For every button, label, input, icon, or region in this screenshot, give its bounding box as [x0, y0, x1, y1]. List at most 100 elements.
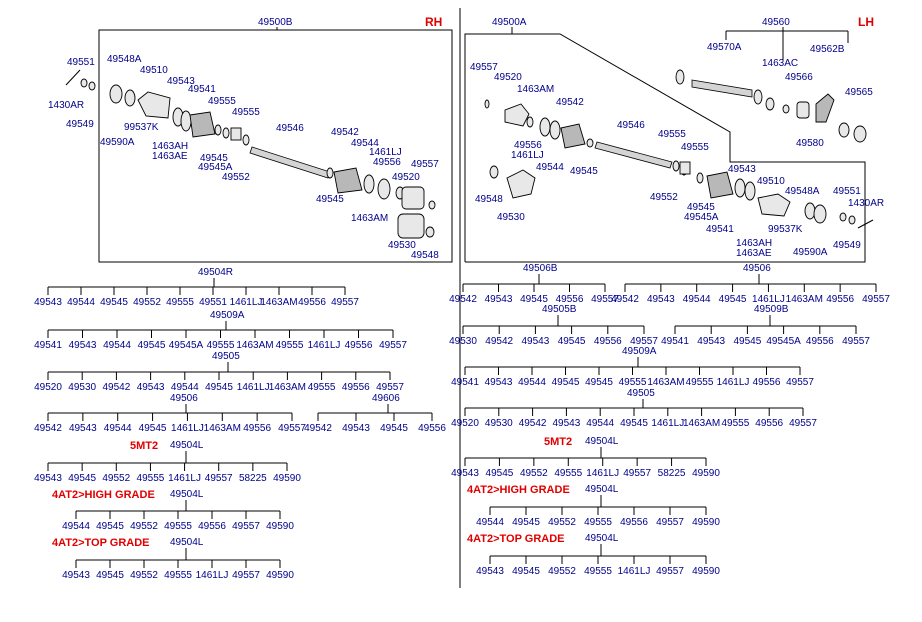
lh-tree-child[interactable]: 49552 — [548, 566, 576, 577]
rh-callout[interactable]: 49544 — [351, 138, 379, 149]
lh-tree-child[interactable]: 49545 — [558, 336, 586, 347]
lh-tree-root[interactable]: 49509B — [754, 304, 789, 315]
lh-tree-child[interactable]: 49545 — [486, 468, 514, 479]
rh-tree-child[interactable]: 49556 — [298, 297, 326, 308]
rh-callout[interactable]: 49530 — [388, 240, 416, 251]
lh-callout[interactable]: 49530 — [497, 212, 525, 223]
rh-tree-child[interactable]: 49545 — [139, 423, 167, 434]
lh-tree-child[interactable]: 49544 — [586, 418, 614, 429]
rh-tree-child[interactable]: 49543 — [342, 423, 370, 434]
lh-callout[interactable]: 49544 — [536, 162, 564, 173]
rh-callout[interactable]: 49556 — [373, 157, 401, 168]
rh-tree-root[interactable]: 49509A — [210, 310, 245, 321]
rh-tree-child[interactable]: 49590 — [273, 473, 301, 484]
rh-tree-child[interactable]: 1461LJ — [237, 382, 270, 393]
lh-tree-child[interactable]: 49557 — [862, 294, 890, 305]
lh-callout[interactable]: 49565 — [845, 87, 873, 98]
lh-callout[interactable]: 49590A — [793, 247, 828, 258]
lh-tree-child[interactable]: 49543 — [552, 418, 580, 429]
lh-tree-child[interactable]: 49545A — [766, 336, 801, 347]
lh-tree-child[interactable]: 49545 — [512, 566, 540, 577]
lh-tree-child[interactable]: 1463AM — [683, 418, 720, 429]
rh-tree-child[interactable]: 49557 — [205, 473, 233, 484]
lh-tree-child[interactable]: 1461LJ — [651, 418, 684, 429]
rh-tree-child[interactable]: 58225 — [239, 473, 267, 484]
rh-tree-child[interactable]: 49545 — [68, 473, 96, 484]
rh-tree-child[interactable]: 1461LJ — [230, 297, 263, 308]
lh-callout[interactable]: 49566 — [785, 72, 813, 83]
lh-tree-root[interactable]: 49509A — [622, 346, 657, 357]
rh-tree-root[interactable]: 49504L — [170, 489, 204, 500]
rh-callout[interactable]: 1463AH — [152, 141, 188, 152]
rh-callout[interactable]: 49548 — [411, 250, 439, 261]
rh-tree-root[interactable]: 49505 — [212, 351, 240, 362]
rh-tree-child[interactable]: 49555 — [166, 297, 194, 308]
lh-callout[interactable]: 49551 — [833, 186, 861, 197]
lh-tree-root[interactable]: 49506B — [523, 263, 558, 274]
lh-callout[interactable]: 49552 — [650, 192, 678, 203]
lh-tree-child[interactable]: 49543 — [485, 377, 513, 388]
rh-tree-root[interactable]: 49504L — [170, 537, 204, 548]
lh-callout[interactable]: 49543 — [728, 164, 756, 175]
rh-callout[interactable]: 1461LJ — [369, 147, 402, 158]
rh-tree-child[interactable]: 49552 — [130, 521, 158, 532]
rh-tree-child[interactable]: 49551 — [199, 297, 227, 308]
lh-tree-child[interactable]: 49556 — [620, 517, 648, 528]
rh-tree-child[interactable]: 49557 — [232, 570, 260, 581]
lh-tree-child[interactable]: 49556 — [806, 336, 834, 347]
lh-tree-root[interactable]: 49505B — [542, 304, 577, 315]
rh-tree-child[interactable]: 49556 — [345, 340, 373, 351]
rh-callout[interactable]: 49551 — [67, 57, 95, 68]
rh-tree-child[interactable]: 49542 — [304, 423, 332, 434]
lh-callout[interactable]: 49545A — [684, 212, 719, 223]
lh-tree-child[interactable]: 49543 — [647, 294, 675, 305]
lh-tree-child[interactable]: 49545 — [520, 294, 548, 305]
lh-callout[interactable]: 99537K — [768, 224, 803, 235]
lh-callout[interactable]: 1463AC — [762, 58, 798, 69]
rh-tree-child[interactable]: 49545 — [100, 297, 128, 308]
rh-callout[interactable]: 49541 — [188, 84, 216, 95]
lh-tree-child[interactable]: 49557 — [630, 336, 658, 347]
rh-tree-child[interactable]: 49590 — [266, 570, 294, 581]
lh-tree-child[interactable]: 49590 — [692, 517, 720, 528]
lh-callout[interactable]: 1430AR — [848, 198, 884, 209]
lh-tree-child[interactable]: 49530 — [449, 336, 477, 347]
rh-tree-child[interactable]: 49542 — [102, 382, 130, 393]
rh-tree-child[interactable]: 49544 — [171, 382, 199, 393]
rh-callout[interactable]: 1463AM — [351, 213, 388, 224]
lh-tree-child[interactable]: 49530 — [485, 418, 513, 429]
lh-callout[interactable]: 49542 — [556, 97, 584, 108]
lh-tree-child[interactable]: 49545 — [620, 418, 648, 429]
lh-tree-child[interactable]: 49552 — [548, 517, 576, 528]
lh-tree-child[interactable]: 49556 — [753, 377, 781, 388]
rh-tree-child[interactable]: 49552 — [102, 473, 130, 484]
lh-tree-child[interactable]: 49557 — [656, 566, 684, 577]
lh-callout[interactable]: 49520 — [494, 72, 522, 83]
rh-tree-child[interactable]: 1461LJ — [168, 473, 201, 484]
lh-callout[interactable]: 49555 — [681, 142, 709, 153]
lh-tree-child[interactable]: 49557 — [591, 294, 619, 305]
lh-tree-child[interactable]: 49555 — [721, 418, 749, 429]
lh-tree-child[interactable]: 49552 — [520, 468, 548, 479]
lh-tree-child[interactable]: 49545 — [552, 377, 580, 388]
lh-tree-child[interactable]: 49541 — [661, 336, 689, 347]
rh-assembly-label[interactable]: 49500B — [258, 17, 293, 28]
rh-tree-child[interactable]: 49555 — [207, 340, 235, 351]
rh-tree-child[interactable]: 49556 — [418, 423, 446, 434]
lh-tree-child[interactable]: 49555 — [686, 377, 714, 388]
rh-tree-child[interactable]: 49543 — [62, 570, 90, 581]
lh-tree-child[interactable]: 49542 — [519, 418, 547, 429]
rh-callout[interactable]: 49552 — [222, 172, 250, 183]
lh-tree-child[interactable]: 49557 — [656, 517, 684, 528]
rh-callout[interactable]: 49545 — [316, 194, 344, 205]
lh-tree-child[interactable]: 49556 — [826, 294, 854, 305]
lh-tree-child[interactable]: 49542 — [485, 336, 513, 347]
rh-tree-child[interactable]: 49552 — [133, 297, 161, 308]
rh-tree-child[interactable]: 49555 — [164, 521, 192, 532]
lh-tree-child[interactable]: 1461LJ — [752, 294, 785, 305]
rh-tree-child[interactable]: 49545 — [96, 570, 124, 581]
rh-tree-child[interactable]: 49520 — [34, 382, 62, 393]
lh-tree-child[interactable]: 49543 — [521, 336, 549, 347]
rh-callout[interactable]: 49520 — [392, 172, 420, 183]
lh-callout[interactable]: 49557 — [470, 62, 498, 73]
